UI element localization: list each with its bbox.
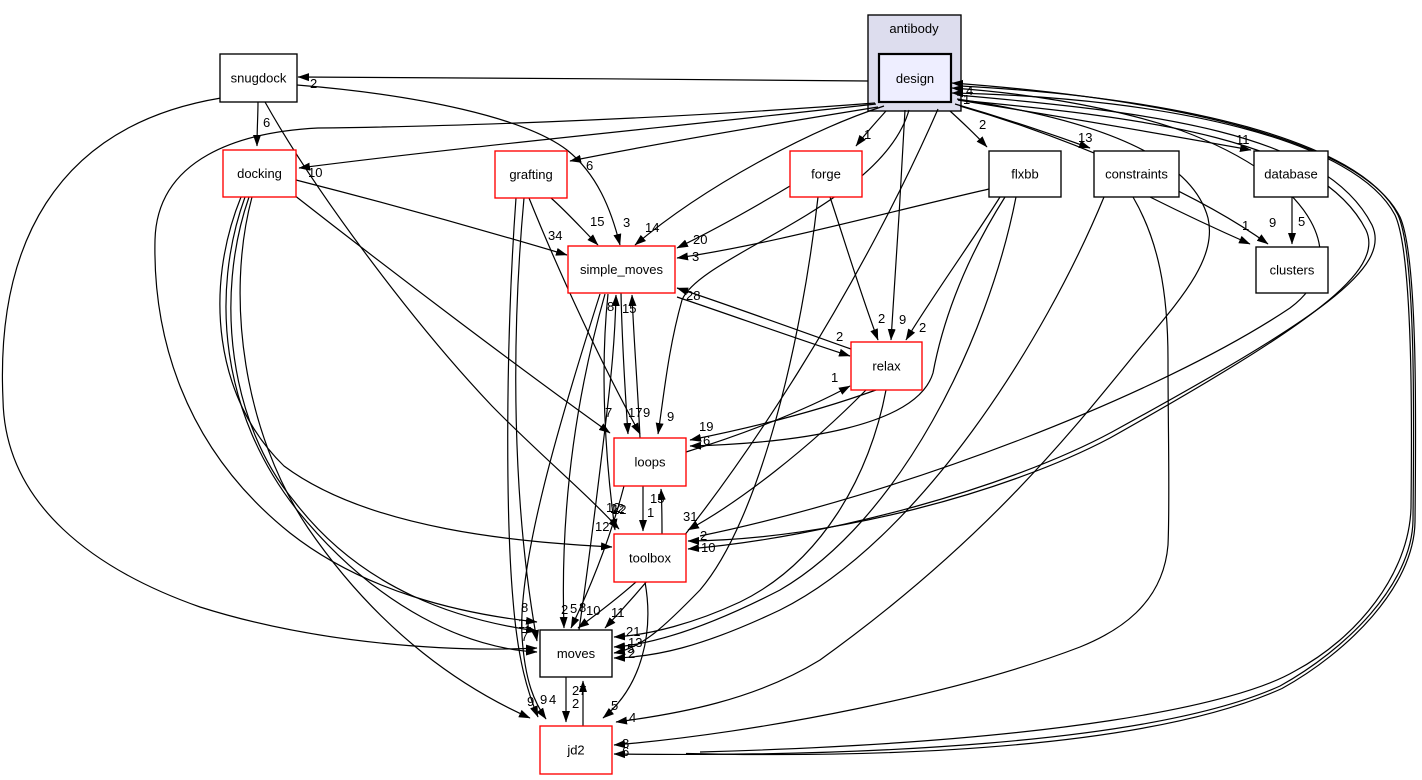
svg-text:1: 1	[831, 370, 838, 385]
svg-text:constraints: constraints	[1105, 167, 1168, 182]
svg-text:10: 10	[308, 165, 322, 180]
svg-text:15: 15	[622, 301, 636, 316]
svg-text:21: 21	[626, 624, 640, 639]
svg-text:20: 20	[693, 232, 707, 247]
svg-text:6: 6	[703, 433, 710, 448]
svg-text:9: 9	[643, 405, 650, 420]
svg-text:1: 1	[647, 505, 654, 520]
svg-text:6: 6	[622, 744, 629, 759]
svg-text:simple_moves: simple_moves	[580, 262, 664, 277]
svg-text:6: 6	[263, 115, 270, 130]
svg-text:9: 9	[667, 409, 674, 424]
svg-text:28: 28	[686, 288, 700, 303]
svg-text:8: 8	[622, 736, 629, 751]
svg-text:12: 12	[612, 502, 626, 517]
svg-text:4: 4	[549, 692, 556, 707]
svg-text:9: 9	[899, 312, 906, 327]
svg-text:10: 10	[701, 540, 715, 555]
svg-text:database: database	[1264, 167, 1318, 182]
svg-text:moves: moves	[557, 646, 596, 661]
svg-text:6: 6	[586, 158, 593, 173]
svg-text:relax: relax	[872, 359, 901, 374]
svg-text:snugdock: snugdock	[231, 71, 287, 86]
svg-text:7: 7	[521, 629, 528, 644]
svg-text:13: 13	[628, 635, 642, 650]
svg-text:forge: forge	[811, 167, 841, 182]
svg-text:15: 15	[650, 491, 664, 506]
svg-text:1: 1	[963, 92, 970, 107]
svg-text:1: 1	[1242, 218, 1249, 233]
svg-text:11: 11	[1236, 132, 1250, 147]
svg-text:5: 5	[627, 641, 634, 656]
svg-text:2: 2	[878, 311, 885, 326]
svg-text:13: 13	[1078, 130, 1092, 145]
svg-text:2: 2	[561, 602, 568, 617]
svg-text:9: 9	[1269, 215, 1276, 230]
svg-text:2: 2	[572, 696, 579, 711]
svg-text:5: 5	[1298, 214, 1305, 229]
svg-text:8: 8	[579, 600, 586, 615]
svg-text:docking: docking	[237, 166, 282, 181]
svg-text:9: 9	[540, 692, 547, 707]
svg-text:7: 7	[605, 405, 612, 420]
svg-text:jd2: jd2	[566, 743, 584, 758]
svg-text:2: 2	[979, 117, 986, 132]
svg-text:3: 3	[623, 215, 630, 230]
svg-text:19: 19	[699, 419, 713, 434]
svg-text:clusters: clusters	[1270, 263, 1315, 278]
svg-text:9: 9	[527, 694, 534, 709]
svg-text:11: 11	[611, 605, 625, 620]
svg-text:12: 12	[610, 501, 624, 516]
svg-text:loops: loops	[634, 455, 666, 470]
svg-text:8: 8	[607, 299, 614, 314]
svg-text:5: 5	[570, 601, 577, 616]
svg-text:8: 8	[521, 600, 528, 615]
svg-text:5: 5	[611, 698, 618, 713]
svg-text:grafting: grafting	[509, 167, 552, 182]
svg-text:14: 14	[645, 220, 659, 235]
svg-text:toolbox: toolbox	[629, 551, 671, 566]
svg-text:2: 2	[700, 528, 707, 543]
svg-text:4: 4	[966, 83, 973, 98]
svg-text:2: 2	[919, 320, 926, 335]
svg-text:2: 2	[310, 76, 317, 91]
svg-text:4: 4	[629, 710, 636, 725]
svg-text:27: 27	[572, 683, 586, 698]
svg-text:flxbb: flxbb	[1011, 167, 1038, 182]
svg-text:antibody: antibody	[889, 21, 939, 36]
svg-text:3: 3	[692, 249, 699, 264]
svg-text:design: design	[896, 71, 934, 86]
svg-text:12: 12	[595, 519, 609, 534]
svg-text:2: 2	[628, 646, 635, 661]
svg-text:10: 10	[586, 603, 600, 618]
svg-text:15: 15	[590, 214, 604, 229]
svg-text:1: 1	[864, 127, 871, 142]
svg-text:31: 31	[683, 509, 697, 524]
svg-text:17: 17	[628, 405, 642, 420]
svg-text:34: 34	[548, 228, 562, 243]
svg-text:2: 2	[836, 329, 843, 344]
